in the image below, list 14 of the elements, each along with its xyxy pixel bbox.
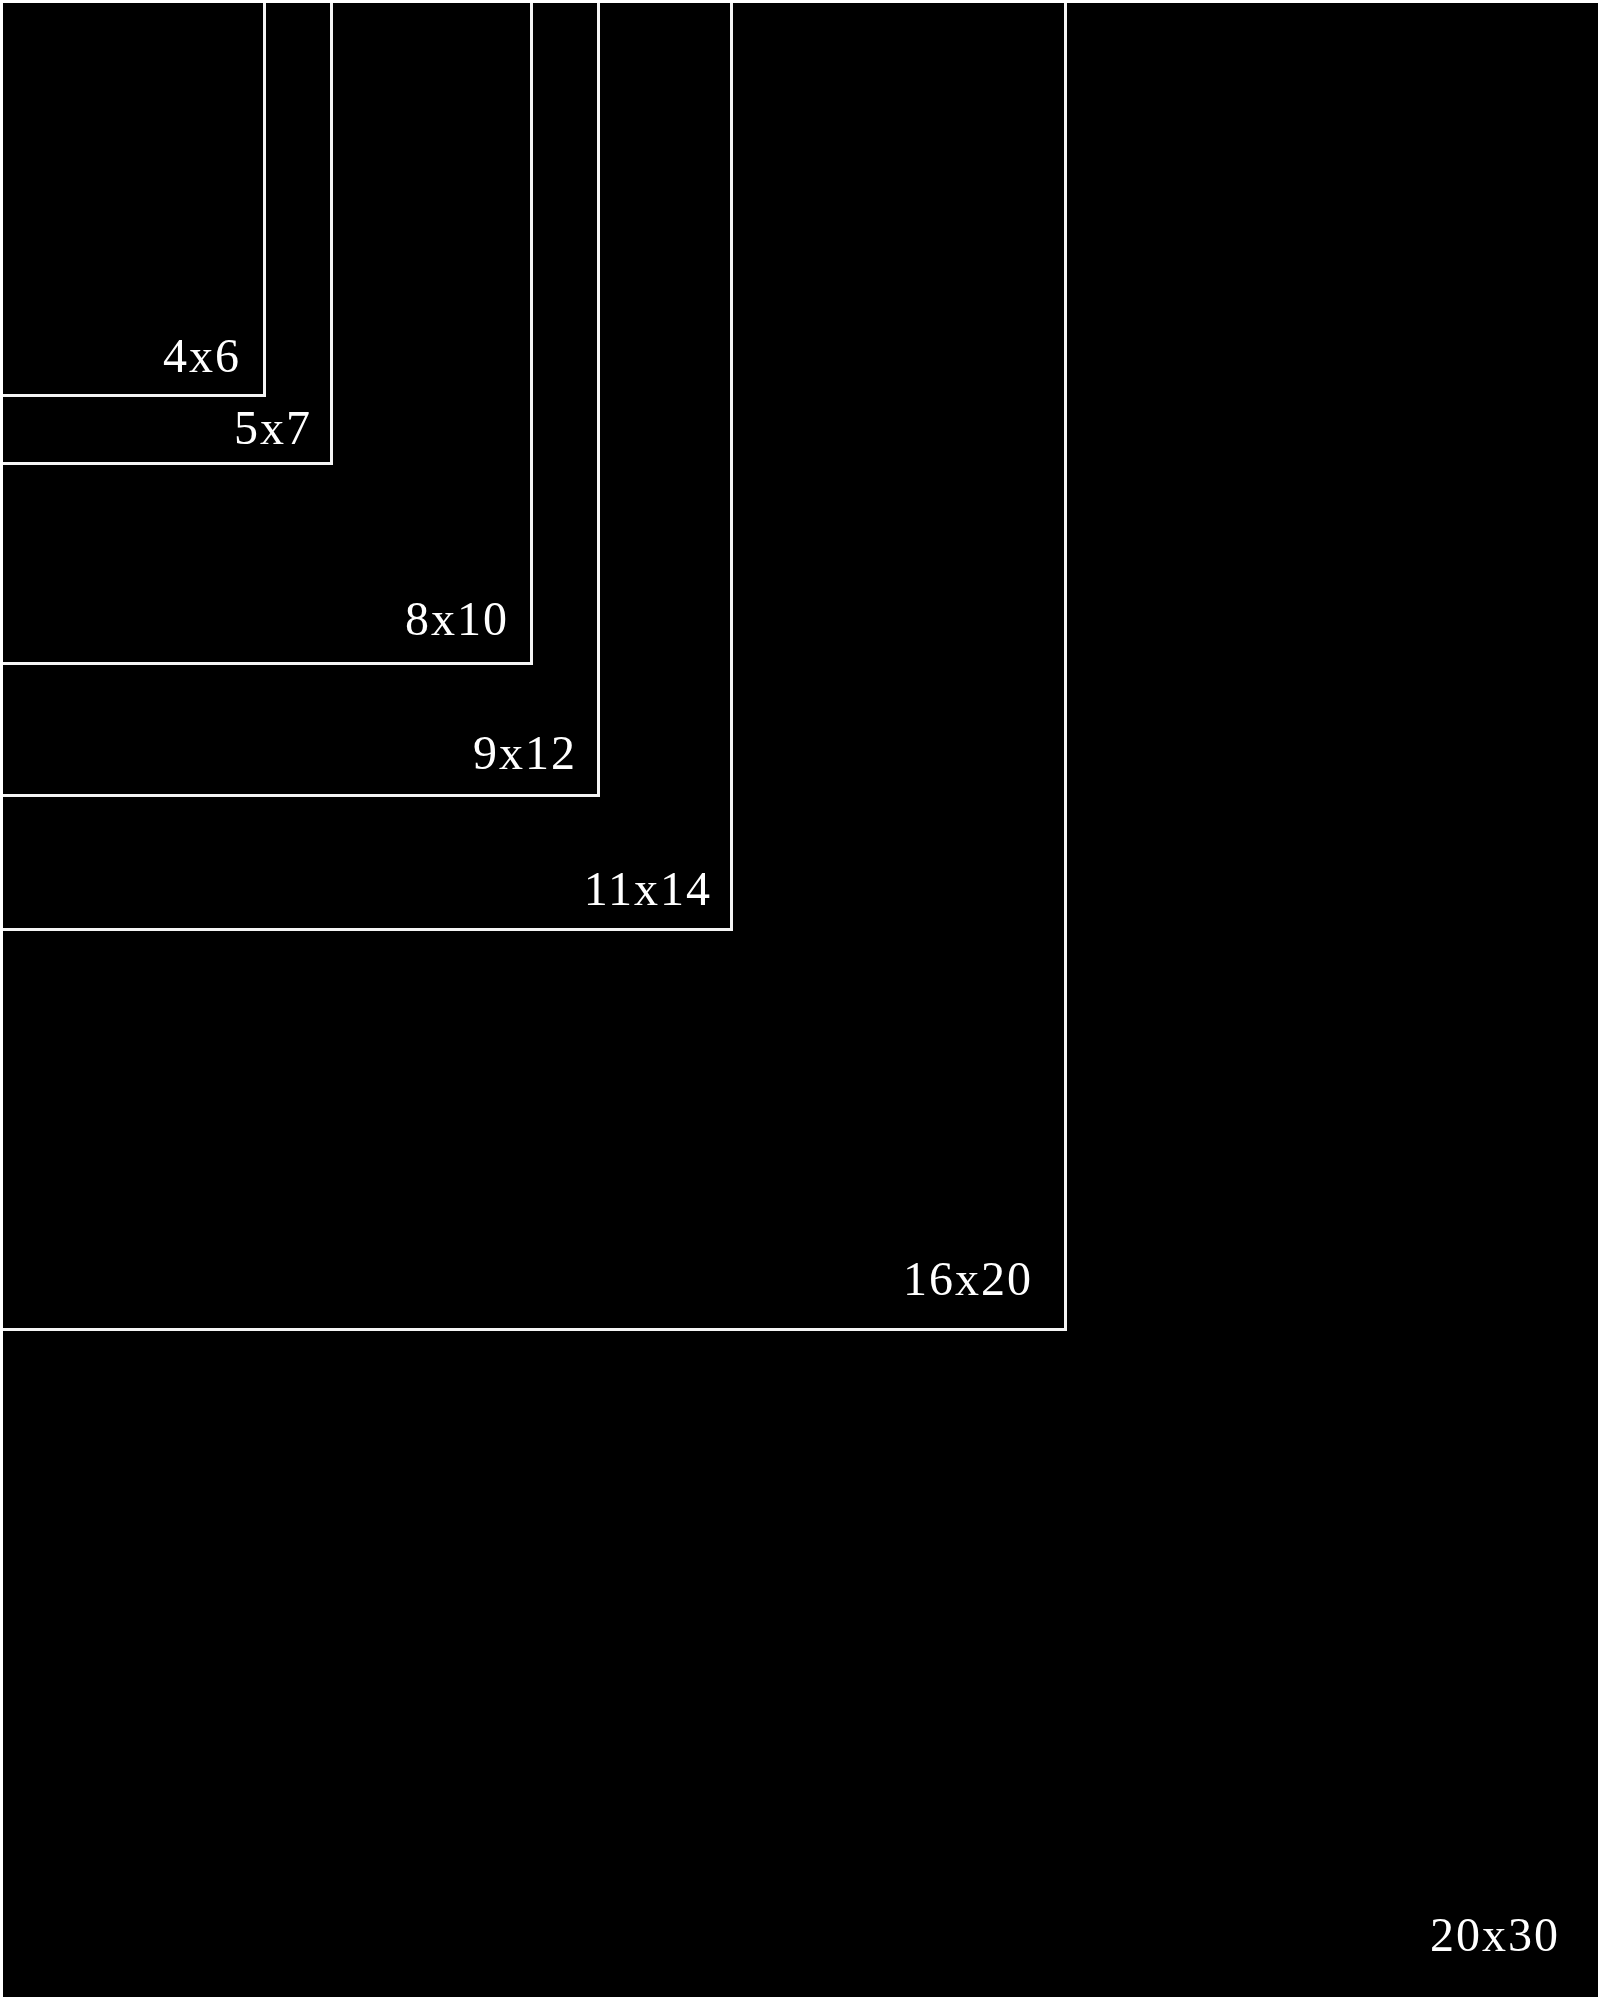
size-label: 11x14 [583,865,712,913]
size-rectangle [3,3,1598,1997]
size-rectangle [3,3,600,797]
size-rectangle [3,3,333,465]
size-label: 9x12 [473,729,577,777]
size-label: 4x6 [163,332,241,380]
size-rectangle [3,3,1067,1331]
size-label: 16x20 [903,1255,1033,1303]
size-label: 20x30 [1430,1911,1560,1959]
size-rectangle [3,3,533,665]
size-label: 8x10 [405,595,509,643]
size-rectangle [3,3,266,397]
size-rectangle [3,3,733,931]
size-label: 5x7 [234,404,312,452]
